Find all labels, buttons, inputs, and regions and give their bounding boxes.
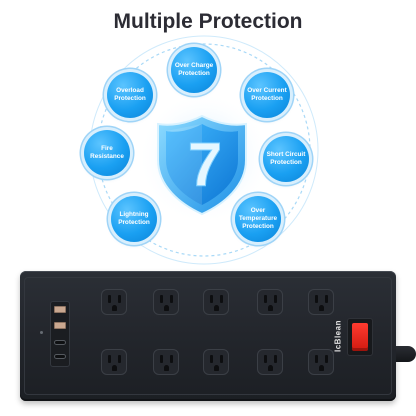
power-switch[interactable] — [347, 318, 373, 356]
usb-c-port[interactable] — [54, 354, 66, 359]
outlet[interactable] — [203, 349, 229, 375]
power-strip: IcBlean — [20, 271, 396, 401]
power-cord — [396, 346, 416, 362]
usb-a-port[interactable] — [54, 322, 66, 329]
feature-fire-resistance: Fire Resistance — [84, 130, 130, 176]
shield-icon: 7 — [157, 114, 247, 216]
usb-c-port[interactable] — [54, 340, 66, 345]
shield-number: 7 — [188, 131, 222, 200]
outlet[interactable] — [308, 289, 334, 315]
outlet[interactable] — [257, 349, 283, 375]
outlet[interactable] — [308, 349, 334, 375]
feature-short-circuit: Short Circuit Protection — [263, 136, 309, 182]
strip-trim — [24, 277, 392, 395]
outlet[interactable] — [101, 349, 127, 375]
feature-over-current: Over Current Protection — [244, 72, 290, 118]
outlet[interactable] — [153, 289, 179, 315]
page-headline: Multiple Protection — [113, 10, 303, 33]
feature-over-charge: Over Charge Protection — [171, 47, 217, 93]
feature-lightning: Lightning Protection — [111, 196, 157, 242]
brand-label: IcBlean — [333, 320, 343, 352]
switch-rocker[interactable] — [352, 323, 368, 351]
usb-panel — [50, 301, 70, 367]
usb-a-port[interactable] — [54, 306, 66, 313]
protection-diagram: 7 — [89, 35, 319, 265]
indicator-led — [40, 331, 43, 334]
feature-overload: Overload Protection — [107, 72, 153, 118]
outlet[interactable] — [101, 289, 127, 315]
feature-over-temperature: Over Temperature Protection — [235, 196, 281, 242]
outlet[interactable] — [203, 289, 229, 315]
outlet[interactable] — [153, 349, 179, 375]
outlet[interactable] — [257, 289, 283, 315]
